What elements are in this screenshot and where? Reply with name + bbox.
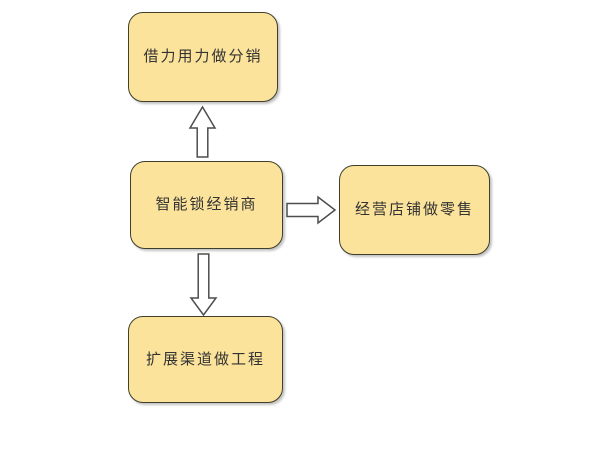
node-engineering-label: 扩展渠道做工程 xyxy=(145,349,265,368)
node-smart-lock-distributor: 智能锁经销商 xyxy=(130,161,283,249)
node-retail-label: 经营店铺做零售 xyxy=(354,200,474,219)
node-retail: 经营店铺做零售 xyxy=(339,165,490,255)
right-arrow-icon xyxy=(286,195,337,225)
node-engineering: 扩展渠道做工程 xyxy=(128,316,283,403)
node-smart-lock-distributor-label: 智能锁经销商 xyxy=(155,195,258,214)
down-arrow-icon xyxy=(189,253,218,317)
node-distribution: 借力用力做分销 xyxy=(128,12,278,102)
up-arrow-icon xyxy=(188,105,217,158)
node-distribution-label: 借力用力做分销 xyxy=(143,47,263,66)
